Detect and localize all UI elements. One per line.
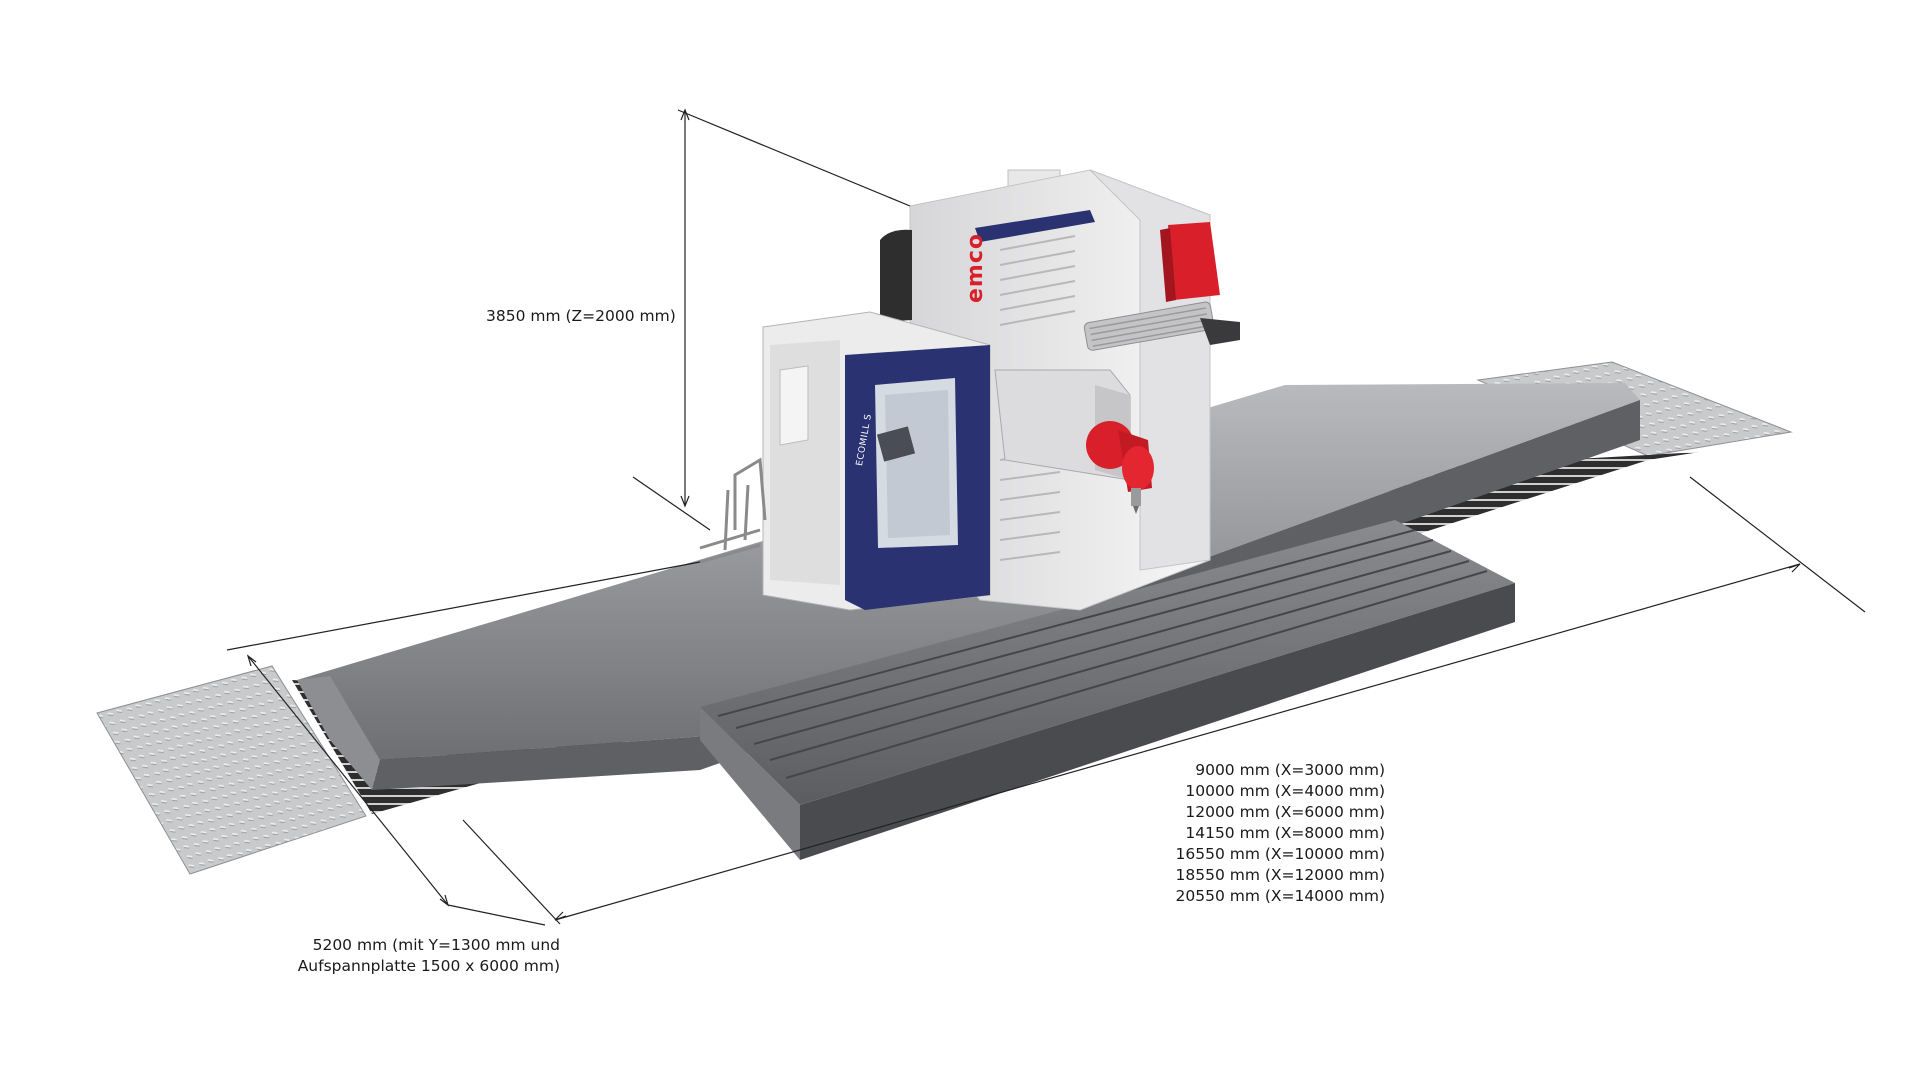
width-dimension-label: 5200 mm (mit Y=1300 mm und Aufspannplatt… (298, 935, 560, 977)
motor-housing (880, 229, 912, 322)
access-stairs (699, 457, 767, 564)
dimension-lines (226, 108, 1866, 926)
length-option: 16550 mm (X=10000 mm) (1175, 845, 1386, 863)
length-ext-right (1689, 476, 1866, 613)
clamping-plate-front (800, 583, 1515, 860)
top-cover-bar (975, 210, 1095, 242)
length-option: 20550 mm (X=14000 mm) (1175, 887, 1386, 905)
length-option: 14150 mm (X=8000 mm) (1185, 824, 1385, 842)
length-option: 12000 mm (X=6000 mm) (1185, 803, 1385, 821)
length-option: 9000 mm (X=3000 mm) (1195, 761, 1385, 779)
height-ext-top (677, 109, 911, 207)
clamping-plate-side (700, 707, 800, 860)
height-ext-bottom (632, 476, 711, 531)
tread-plate-left (96, 665, 367, 875)
width-ext-top (226, 561, 701, 651)
emco-logo: emco (963, 233, 988, 303)
operator-cabin (762, 311, 991, 611)
width-ext-bottom (447, 904, 546, 926)
width-line: Aufspannplatte 1500 x 6000 mm) (297, 957, 560, 975)
machine-bed-end-left (297, 676, 380, 790)
width-dim (247, 655, 449, 906)
t-slots (717, 529, 1488, 779)
height-dimension-label: 3850 mm (Z=2000 mm) (486, 307, 676, 325)
tool-changer (1083, 222, 1240, 351)
clamping-plate-top (700, 520, 1515, 805)
spindle-head (1086, 421, 1154, 514)
length-dimension-list: 9000 mm (X=3000 mm) 10000 mm (X=4000 mm)… (1176, 760, 1386, 907)
length-option: 10000 mm (X=4000 mm) (1185, 782, 1385, 800)
length-dim (554, 563, 1801, 921)
width-line: 5200 mm (mit Y=1300 mm und (312, 936, 560, 954)
length-ext-left (462, 819, 561, 925)
length-option: 18550 mm (X=12000 mm) (1175, 866, 1386, 884)
